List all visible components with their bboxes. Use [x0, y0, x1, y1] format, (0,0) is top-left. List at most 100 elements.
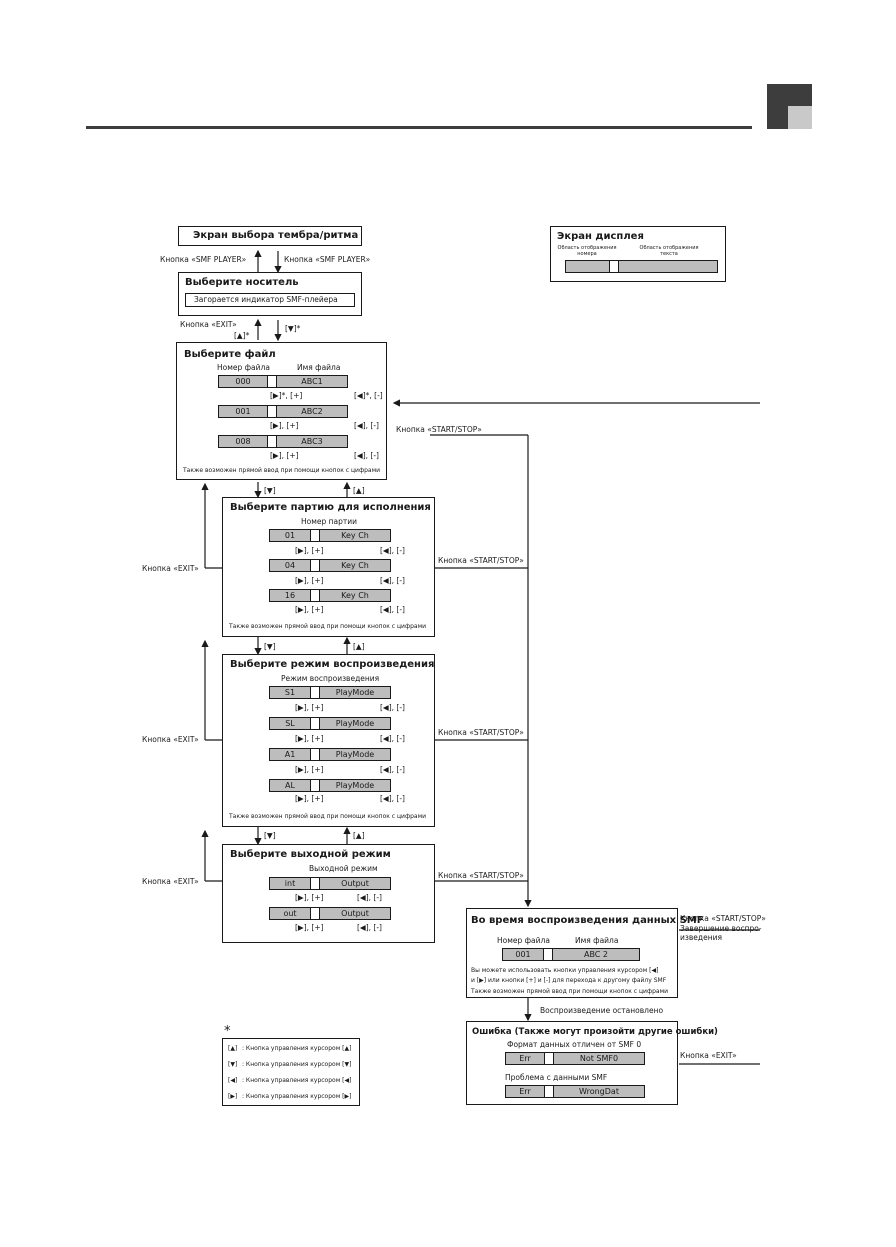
mode-left-key-0: [◀], [-] — [380, 703, 405, 712]
legend-box: [▲] : Кнопка управления курсором [▲] [▼]… — [222, 1038, 360, 1106]
mode-row-0-name: PlayMode — [319, 686, 391, 699]
part-direct-entry-note: Также возможен прямой ввод при помощи кн… — [229, 623, 426, 630]
error-1-number: Err — [505, 1052, 545, 1065]
mode-row-3-sep — [311, 779, 319, 792]
down-key-star: [▼]* — [285, 324, 301, 333]
error-2-sep — [545, 1085, 553, 1098]
select-output-box: Выберите выходной режим Выходной режим i… — [222, 844, 435, 943]
mode-row-1-sep — [311, 717, 319, 730]
file-right-key-2: [▶], [+] — [270, 451, 299, 460]
error-label-1: Формат данных отличен от SMF 0 — [507, 1040, 642, 1049]
mode-row-3-number: AL — [269, 779, 311, 792]
part-left-key-1: [◀], [-] — [380, 576, 405, 585]
part-left-key-2: [◀], [-] — [380, 605, 405, 614]
part-number-col-label: Номер партии — [301, 517, 358, 526]
output-col-label: Выходной режим — [309, 864, 378, 873]
play-file-number: 001 — [502, 948, 544, 961]
error-box: Ошибка (Также могут произойти другие оши… — [466, 1021, 718, 1105]
up-key-star: [▲]* — [234, 331, 250, 340]
exit-label-error: Кнопка «EXIT» — [680, 1051, 737, 1060]
text-area-label: Область отображения текста — [639, 245, 699, 257]
voice-rhythm-screen-title: Экран выбора тембра/ритма — [193, 230, 359, 241]
part-row-0-name: Key Ch — [319, 529, 391, 542]
play-text-line-2: и [▶] или кнопки [+] и [-] для перехода … — [471, 977, 667, 984]
display-separator — [610, 260, 618, 273]
select-media-title: Выберите носитель — [185, 277, 299, 288]
start-stop-label-mode: Кнопка «START/STOP» — [438, 728, 524, 737]
nav-up-1: [▲] — [353, 486, 365, 495]
end-playback-text-2: изведения — [680, 933, 722, 942]
start-stop-label-end: Кнопка «START/STOP» — [680, 914, 766, 923]
select-play-mode-title: Выберите режим воспроизведения — [230, 659, 435, 670]
error-2-number: Err — [505, 1085, 545, 1098]
start-stop-label-output: Кнопка «START/STOP» — [438, 871, 524, 880]
output-row-0-sep — [311, 877, 319, 890]
exit-label-output: Кнопка «EXIT» — [142, 877, 199, 886]
file-name-col-label: Имя файла — [297, 363, 341, 372]
mode-left-key-3: [◀], [-] — [380, 794, 405, 803]
nav-down-1: [▼] — [264, 486, 276, 495]
nav-up-3: [▲] — [353, 831, 365, 840]
part-row-0-number: 01 — [269, 529, 311, 542]
mode-row-0-sep — [311, 686, 319, 699]
mode-row-2-name: PlayMode — [319, 748, 391, 761]
mode-row-3-name: PlayMode — [319, 779, 391, 792]
part-row-1-number: 04 — [269, 559, 311, 572]
file-left-key-2: [◀], [-] — [354, 451, 379, 460]
play-separator — [544, 948, 552, 961]
file-row-2-name: ABC3 — [276, 435, 348, 448]
part-row-1-name: Key Ch — [319, 559, 391, 572]
file-row-0-name: ABC1 — [276, 375, 348, 388]
legend-star: * — [224, 1024, 231, 1039]
file-left-key-0: [◀]*, [-] — [354, 391, 383, 400]
error-1-name: Not SMF0 — [553, 1052, 645, 1065]
error-title: Ошибка (Также могут произойти другие оши… — [472, 1027, 718, 1037]
output-right-key-0: [▶], [+] — [295, 893, 324, 902]
select-media-box: Выберите носитель Загорается индикатор S… — [178, 272, 362, 316]
corner-block-light — [788, 106, 812, 129]
display-text-area — [618, 260, 718, 273]
play-file-name-label: Имя файла — [575, 936, 619, 945]
file-right-key-1: [▶], [+] — [270, 421, 299, 430]
file-left-key-1: [◀], [-] — [354, 421, 379, 430]
mode-right-key-2: [▶], [+] — [295, 765, 324, 774]
mode-right-key-1: [▶], [+] — [295, 734, 324, 743]
smf-indicator-box: Загорается индикатор SMF-плейера — [185, 293, 355, 307]
legend-key-left: [◀] — [228, 1077, 238, 1084]
file-row-0-number: 000 — [218, 375, 268, 388]
mode-right-key-0: [▶], [+] — [295, 703, 324, 712]
output-left-key-1: [◀], [-] — [357, 923, 382, 932]
exit-label-part: Кнопка «EXIT» — [142, 564, 199, 573]
select-file-box: Выберите файл Номер файла Имя файла 000 … — [176, 342, 387, 480]
display-number-area — [565, 260, 610, 273]
output-left-key-0: [◀], [-] — [357, 893, 382, 902]
legend-key-up: [▲] — [228, 1045, 238, 1052]
playback-stopped-label: Воспроизведение остановлено — [540, 1006, 664, 1015]
select-part-box: Выберите партию для исполнения Номер пар… — [222, 497, 435, 637]
start-stop-label-part: Кнопка «START/STOP» — [438, 556, 524, 565]
legend-text-down: : Кнопка управления курсором [▼] — [242, 1061, 352, 1068]
display-screen-title: Экран дисплея — [557, 231, 644, 242]
file-row-0-sep — [268, 375, 276, 388]
output-right-key-1: [▶], [+] — [295, 923, 324, 932]
legend-text-right: : Кнопка управления курсором [▶] — [242, 1093, 352, 1100]
file-row-2-number: 008 — [218, 435, 268, 448]
select-part-title: Выберите партию для исполнения — [230, 502, 431, 513]
part-left-key-0: [◀], [-] — [380, 546, 405, 555]
mode-left-key-2: [◀], [-] — [380, 765, 405, 774]
exit-label-mode: Кнопка «EXIT» — [142, 735, 199, 744]
mode-row-2-number: A1 — [269, 748, 311, 761]
start-stop-label-file: Кнопка «START/STOP» — [396, 425, 482, 434]
file-row-2-sep — [268, 435, 276, 448]
error-label-2: Проблема с данными SMF — [505, 1073, 608, 1082]
part-right-key-1: [▶], [+] — [295, 576, 324, 585]
output-row-1-number: out — [269, 907, 311, 920]
output-row-0-name: Output — [319, 877, 391, 890]
play-mode-col-label: Режим воспроизведения — [281, 674, 380, 683]
output-row-1-sep — [311, 907, 319, 920]
number-area-label: Область отображения номера — [557, 245, 617, 257]
legend-text-up: : Кнопка управления курсором [▲] — [242, 1045, 352, 1052]
legend-text-left: : Кнопка управления курсором [◀] — [242, 1077, 352, 1084]
nav-down-2: [▼] — [264, 642, 276, 651]
